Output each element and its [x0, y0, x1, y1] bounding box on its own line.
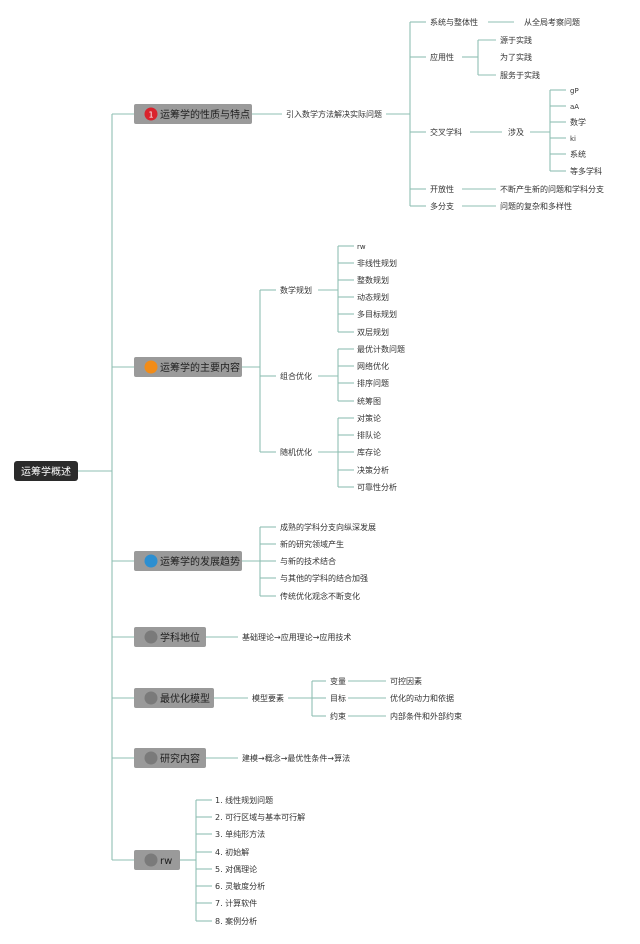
trend-item: 与其他的学科的结合加强 — [280, 573, 368, 583]
grey-badge-icon — [144, 853, 158, 867]
connector-lines — [78, 21, 566, 922]
math-item: 非线性规划 — [357, 258, 397, 268]
cross-item: gP — [570, 87, 579, 95]
lp-item: 6. 灵敏度分析 — [215, 881, 265, 891]
blue-badge-icon — [144, 554, 158, 568]
math-item: 整数规划 — [357, 275, 389, 285]
system-detail: 从全局考察问题 — [524, 17, 580, 27]
branch-model[interactable]: 最优化模型 — [134, 688, 214, 708]
lp-item: 2. 可行区域与基本可行解 — [215, 812, 305, 822]
applied-label: 应用性 — [430, 52, 454, 62]
branch-research-label: 研究内容 — [160, 752, 200, 765]
orange-badge-icon — [144, 360, 158, 374]
random-item: 可靠性分析 — [357, 482, 397, 492]
combo-item: 最优计数问题 — [357, 344, 405, 354]
root-node[interactable]: 运筹学概述 — [14, 461, 78, 481]
cross-item: 等多学科 — [570, 166, 602, 176]
model-row-label: 目标 — [330, 693, 346, 703]
lp-item: 4. 初始解 — [215, 847, 249, 857]
combo-item: 统筹图 — [357, 396, 381, 406]
number-one-badge-icon — [144, 107, 158, 121]
root-label: 运筹学概述 — [21, 465, 71, 478]
lp-item: 3. 单纯形方法 — [215, 829, 265, 839]
math-item: 动态规划 — [357, 292, 389, 302]
branch-trend-label: 运筹学的发展趋势 — [160, 555, 240, 568]
branch-model-label: 最优化模型 — [160, 692, 210, 705]
applied-item: 源于实践 — [500, 35, 532, 45]
math-item: 多目标规划 — [357, 309, 397, 319]
applied-item: 服务于实践 — [500, 70, 540, 80]
random-item: 决策分析 — [357, 465, 389, 475]
grey-badge-icon — [144, 630, 158, 644]
system-label: 系统与整体性 — [430, 17, 478, 27]
trend-item: 传统优化观念不断变化 — [280, 591, 360, 601]
cross-involve: 涉及 — [508, 127, 524, 137]
random-item: 对策论 — [357, 413, 381, 423]
model-row-detail: 可控因素 — [390, 676, 422, 686]
math-item: 双层规划 — [357, 327, 389, 337]
research-detail: 建模→概念→最优性条件→算法 — [242, 753, 350, 763]
cross-label: 交叉学科 — [430, 127, 462, 137]
status-detail: 基础理论→应用理论→应用技术 — [242, 632, 351, 642]
random-item: 排队论 — [357, 430, 381, 440]
badge-number: 1 — [148, 111, 153, 120]
model-elements: 模型要素 — [252, 693, 284, 703]
multi-label: 多分支 — [430, 201, 454, 211]
cross-item: 数学 — [570, 117, 586, 127]
branch-nature[interactable]: 1 运筹学的性质与特点 — [134, 104, 252, 124]
nature-intro: 引入数学方法解决实际问题 — [286, 109, 382, 119]
branch-research[interactable]: 研究内容 — [134, 748, 206, 768]
grey-badge-icon — [144, 691, 158, 705]
applied-item: 为了实践 — [500, 52, 532, 62]
random-label: 随机优化 — [280, 447, 312, 457]
combo-item: 网络优化 — [357, 361, 389, 371]
multi-detail: 问题的复杂和多样性 — [500, 201, 572, 211]
combo-item: 排序问题 — [357, 378, 389, 388]
trend-item: 新的研究领域产生 — [280, 539, 344, 549]
branch-nature-label: 运筹学的性质与特点 — [160, 108, 250, 121]
branch-lp-label: rw — [160, 856, 172, 867]
random-item: 库存论 — [357, 447, 381, 457]
math-label: 数学规划 — [280, 285, 312, 295]
lp-item: 7. 计算软件 — [215, 898, 257, 908]
branch-status[interactable]: 学科地位 — [134, 627, 206, 647]
combo-label: 组合优化 — [280, 371, 312, 381]
branch-content[interactable]: 运筹学的主要内容 — [134, 357, 242, 377]
lp-item: 1. 线性规划问题 — [215, 795, 273, 805]
cross-item: ki — [570, 135, 576, 143]
model-row-detail: 优化的动力和依据 — [390, 693, 454, 703]
cross-item: aA — [570, 103, 579, 111]
branch-trend[interactable]: 运筹学的发展趋势 — [134, 551, 242, 571]
branch-status-label: 学科地位 — [160, 631, 200, 644]
lp-item: 8. 案例分析 — [215, 916, 257, 926]
open-label: 开放性 — [430, 184, 454, 194]
trend-item: 与新的技术结合 — [280, 556, 336, 566]
math-item: rw — [357, 243, 366, 251]
branch-content-label: 运筹学的主要内容 — [160, 361, 240, 374]
open-detail: 不断产生新的问题和学科分支 — [500, 184, 604, 194]
model-row-detail: 内部条件和外部约束 — [390, 711, 462, 721]
model-row-label: 约束 — [330, 711, 346, 721]
grey-badge-icon — [144, 751, 158, 765]
cross-item: 系统 — [570, 149, 586, 159]
model-row-label: 变量 — [330, 676, 346, 686]
trend-item: 成熟的学科分支向纵深发展 — [280, 522, 376, 532]
lp-item: 5. 对偶理论 — [215, 864, 257, 874]
branch-lp[interactable]: rw — [134, 850, 180, 870]
